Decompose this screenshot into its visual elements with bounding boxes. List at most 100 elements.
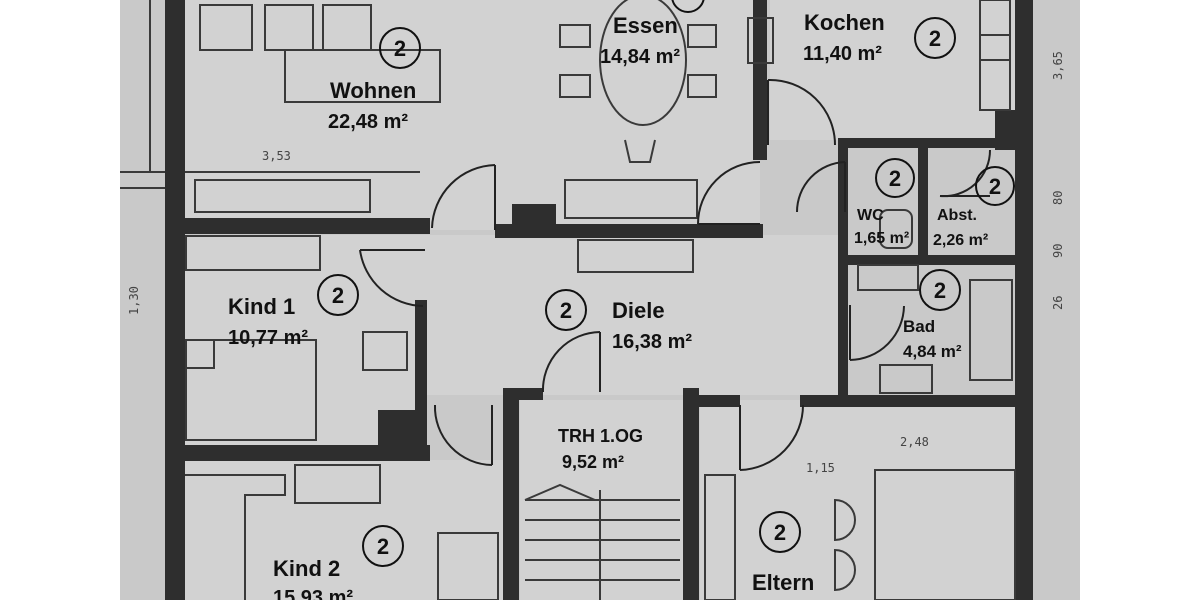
door-wohnen: [431, 164, 496, 230]
room-badge: 2: [377, 534, 389, 559]
room-name: Diele: [612, 298, 665, 323]
room-kind1: Kind 1 2 10,77 m²: [228, 274, 359, 349]
wall-chimney: [512, 204, 556, 224]
room-area: 10,77 m²: [228, 327, 308, 349]
chair-1: [559, 24, 591, 48]
wall-wc-left: [838, 138, 848, 398]
dim-bad-height: 26: [1051, 296, 1065, 310]
door-kind2: [433, 404, 493, 466]
room-badge-circle: [362, 525, 404, 567]
sideboard-essen: [564, 179, 698, 219]
wall-stair-right: [683, 388, 699, 600]
nightstand-1: [834, 498, 856, 542]
dimension-labels: 3,53 2,48 1,15 1,30 3,65 80 90 26: [127, 51, 1065, 475]
left-margin: [0, 0, 120, 600]
room-badge-circle: [545, 289, 587, 331]
room-area: 1,65 m²: [854, 230, 909, 247]
dim-wohnen-width: 3,53: [262, 149, 291, 163]
right-margin: [1080, 0, 1200, 600]
room-name: Kochen: [804, 10, 885, 35]
room-essen: Essen 14,84 m²: [600, 13, 680, 68]
room-eltern: 2 Eltern: [752, 511, 814, 595]
wall-kind1-right: [415, 300, 427, 460]
room-area: 11,40 m²: [803, 43, 882, 65]
room-badge-circle: [317, 274, 359, 316]
room-name: Bad: [903, 317, 935, 336]
room-badge-circle: [875, 158, 915, 198]
room-area: 9,52 m²: [562, 452, 624, 472]
bathtub: [969, 279, 1013, 381]
room-name: Essen: [613, 13, 678, 38]
wall-kochen-left: [753, 0, 767, 160]
wall-essen-diele: [495, 224, 763, 238]
room-fills: [180, 0, 1020, 600]
room-badge: 2: [934, 278, 946, 303]
door-kind1: [359, 249, 425, 307]
door-bad: [849, 305, 905, 361]
wall-stair-top-left: [503, 388, 543, 400]
room-badge-circle: [914, 17, 956, 59]
room-badge: 2: [889, 166, 901, 191]
room-name: Wohnen: [330, 78, 416, 103]
room-badge-circle: [759, 511, 801, 553]
sideboard: [194, 179, 371, 213]
door-trh: [541, 331, 601, 393]
door-wc: [795, 161, 846, 213]
kind1-shelf: [185, 235, 321, 271]
room-area: 2,26 m²: [933, 232, 988, 249]
room-badge-circle: [919, 269, 961, 311]
room-area: 22,48 m²: [328, 111, 408, 133]
door-essen: [697, 161, 761, 225]
kitchen-counter: [979, 0, 1011, 111]
armchair-1: [199, 4, 253, 51]
room-wohnen: 2 Wohnen 22,48 m²: [328, 27, 421, 133]
room-badge: 2: [929, 26, 941, 51]
door-kochen: [767, 78, 836, 146]
room-labels: 2 Wohnen 22,48 m² Essen 14,84 m² Kochen …: [228, 10, 1015, 605]
room-name: TRH 1.OG: [558, 426, 643, 446]
dim-eltern-door: 1,15: [806, 461, 835, 475]
wall-bad-bottom: [800, 395, 1020, 407]
kind1-bed: [185, 339, 317, 441]
chair-3: [687, 24, 717, 48]
doors: [359, 78, 992, 471]
wall-left-outer: [165, 0, 185, 600]
walls: [165, 0, 1033, 600]
kitchen-column: [747, 17, 774, 64]
room-area: 14,84 m²: [600, 46, 680, 68]
chair-2: [559, 74, 591, 98]
room-badge: 2: [332, 283, 344, 308]
room-name: Kind 1: [228, 294, 295, 319]
room-badge: 2: [989, 174, 1001, 199]
toilet: [879, 209, 913, 249]
room-area: 15,93 m²: [273, 587, 353, 600]
room-kochen: Kochen 11,40 m² 2: [803, 10, 956, 65]
diele-shelf: [577, 239, 694, 273]
kind2-shelf: [294, 464, 381, 504]
room-trh: TRH 1.OG 9,52 m²: [558, 426, 643, 472]
room-area: 16,38 m²: [612, 331, 692, 353]
nightstand-2: [834, 548, 856, 592]
room-name: Kind 2: [273, 556, 340, 581]
room-badge: 2: [560, 298, 572, 323]
chair-5: [624, 139, 656, 163]
kind1-chair: [362, 331, 408, 371]
wall-stair-left: [503, 388, 519, 600]
room-area: 4,84 m²: [903, 342, 962, 361]
dim-kochen-height: 3,65: [1051, 51, 1065, 80]
dim-eltern-width: 2,48: [900, 435, 929, 449]
room-bad: 2 Bad 4,84 m²: [903, 269, 962, 361]
wall-kind1-bottom: [165, 445, 430, 461]
essen-badge-circle: [671, 0, 705, 13]
dim-kind1-height: 1,30: [127, 286, 141, 315]
room-abst: 2 Abst. 2,26 m²: [933, 166, 1015, 249]
wall-right-outer: [1015, 0, 1033, 600]
wall-kochen-corner: [995, 110, 1020, 150]
room-badge-circle: [975, 166, 1015, 206]
dining-table: [599, 0, 687, 126]
room-wc: 2 WC 1,65 m²: [854, 158, 915, 247]
wall-eltern-top-left: [690, 395, 740, 407]
room-name: Eltern: [752, 570, 814, 595]
